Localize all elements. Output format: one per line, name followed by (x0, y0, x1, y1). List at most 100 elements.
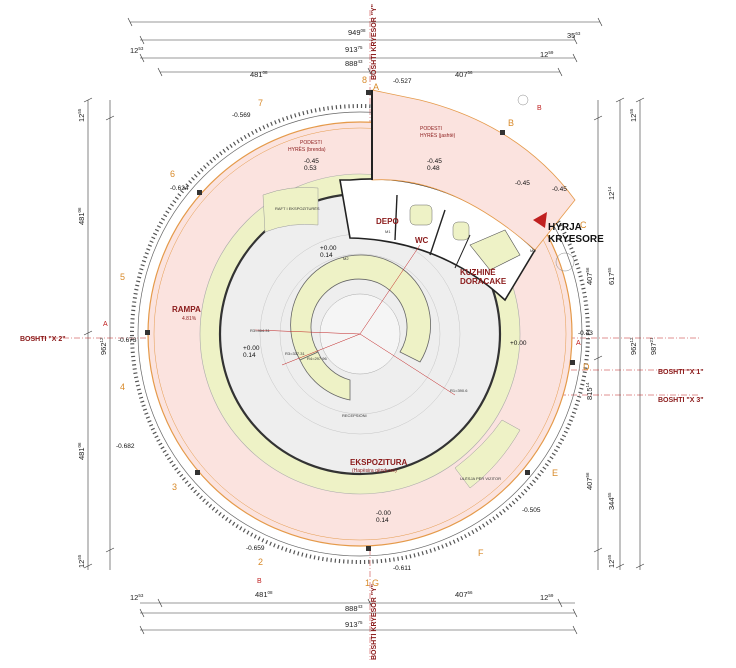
svg-text:-0.45: -0.45 (515, 180, 530, 187)
dim-right-407-bot: 40756 (585, 472, 594, 490)
dim-right-344: 34455 (607, 492, 616, 510)
dim-left-1255-bot: 1255 (77, 554, 86, 568)
marker-d: D (583, 362, 590, 372)
room-labels: DEPO WC KUZHINË DORACAKE RAMPA 4.81% EKS… (172, 126, 536, 481)
podium-out-1: PODESTI (420, 126, 442, 132)
svg-text:-0.673: -0.673 (118, 337, 137, 344)
svg-text:0.14: 0.14 (320, 252, 333, 259)
dim-left-962: 96212 (99, 337, 108, 355)
marker-7: 7 (258, 98, 263, 108)
dim-bot-913: 91375 (345, 620, 363, 629)
level-marks: -0.527 -0.569 -0.45 0.53 -0.45 0.48 -0.4… (116, 78, 593, 572)
svg-text:-0.611: -0.611 (393, 565, 411, 572)
dim-right-407-top: 40756 (585, 267, 594, 285)
entry-podium (371, 89, 576, 251)
reception-label: RECEPSIONI (342, 413, 367, 418)
svg-text:-0.45: -0.45 (304, 158, 319, 165)
marker-2: 2 (258, 557, 263, 567)
dim-top-1259: 1259 (540, 50, 554, 59)
bench-label: ULËSJA PËR VIZITOR (460, 476, 501, 481)
dim-right-815: 81514 (585, 382, 594, 400)
podium-in-1: PODESTI (300, 140, 322, 146)
svg-text:+0.00: +0.00 (320, 245, 337, 252)
tree-icon (555, 252, 575, 272)
svg-text:-0.505: -0.505 (522, 507, 541, 514)
marker-8: 8 (362, 75, 367, 85)
marker-a-right: A (576, 340, 581, 347)
room-exhibition: EKSPOZITURA (350, 458, 408, 467)
marker-b-bot: B (257, 578, 262, 585)
label-m3: M3 (530, 248, 536, 253)
dimension-labels: 94908 91375 88843 48108 40756 1253 1259 … (77, 28, 658, 629)
dim-top-right-407: 40756 (455, 70, 473, 79)
dim-top-888: 88843 (345, 59, 363, 68)
dim-left-481-bot: 48106 (77, 442, 86, 460)
svg-text:-0.45: -0.45 (427, 158, 442, 165)
dim-right-617: 61755 (607, 267, 616, 285)
marker-5: 5 (120, 272, 125, 282)
svg-text:-0.659: -0.659 (246, 545, 265, 552)
svg-text:0.53: 0.53 (304, 165, 317, 172)
axis-y-bottom: BOSHTI KRYESOR "Y" (371, 584, 378, 660)
marker-4: 4 (120, 382, 125, 392)
axis-labels: BOSHTI KRYESOR "Y" BOSHTI KRYESOR "Y" BO… (20, 4, 704, 660)
room-kitchen-1: KUZHINË (460, 268, 496, 277)
axis-y-top: BOSHTI KRYESOR "Y" (371, 4, 378, 80)
room-kitchen-2: DORACAKE (460, 277, 507, 286)
marker-e: E (552, 468, 558, 478)
dim-bot-888: 88843 (345, 604, 363, 613)
dimension-lines (83, 17, 645, 635)
dim-top-913: 91375 (345, 45, 363, 54)
dim-right-962: 96212 (629, 337, 638, 355)
tree-icon (517, 94, 529, 106)
room-exhibition-sub: (Hapësira qëndrore) (352, 468, 397, 474)
kitchen-counter (469, 229, 521, 271)
ramp-slope: 4.81% (182, 316, 197, 322)
svg-text:0.48: 0.48 (427, 165, 440, 172)
svg-text:-0.682: -0.682 (116, 443, 135, 450)
axis-x1: BOSHTI "X 1" (658, 369, 704, 376)
marker-1: 1 (365, 578, 370, 588)
marker-c: C (580, 220, 587, 230)
wc-fixture (409, 204, 433, 226)
outer-tick-ring (130, 104, 590, 564)
entry-arrow-icon (533, 212, 547, 228)
dim-top-total: 94908 (348, 28, 366, 37)
outer-ring (137, 111, 583, 557)
svg-text:-0.45: -0.45 (552, 186, 567, 193)
radius-2: R3=337.31 (285, 351, 305, 356)
marker-f: F (478, 548, 484, 558)
grid-markers: 1 2 3 4 5 6 7 8 A B C D E F G A A B B (103, 75, 590, 588)
building (130, 89, 590, 564)
dim-right-987: 98721 (649, 337, 658, 355)
radius-4: R1=390.6 (450, 388, 468, 393)
svg-text:-0.569: -0.569 (232, 112, 251, 119)
marker-a-top: A (373, 82, 379, 92)
dim-bot-left-481: 48108 (255, 590, 273, 599)
dim-bot-1253: 1253 (130, 593, 144, 602)
room-wc: WC (415, 236, 429, 245)
dim-right-1255-bot: 1255 (607, 554, 616, 568)
dim-bot-1259: 1259 (540, 593, 554, 602)
svg-text:+0.00: +0.00 (243, 345, 260, 352)
axis-x2: BOSHTI "X 2" (20, 336, 66, 343)
marker-b: B (508, 118, 514, 128)
marker-b-top: B (537, 105, 542, 112)
entry-line-2: KRYESORE (548, 234, 604, 245)
svg-text:-0.624: -0.624 (170, 185, 189, 192)
visitor-bench (454, 419, 521, 489)
orange-line (153, 127, 567, 541)
svg-text:-0.00: -0.00 (376, 510, 391, 517)
room-ramp: RAMPA (172, 305, 201, 314)
dim-right-1255-top: 1255 (629, 108, 638, 122)
label-m2: M2 (343, 256, 349, 261)
label-m1: M1 (385, 229, 391, 234)
entry-line-1: HYRJA (548, 222, 582, 233)
podium-in-2: HYRËS (brenda) (288, 146, 326, 153)
main-entry: HYRJA KRYESORE (548, 222, 604, 245)
axis-x3: BOSHTI "X 3" (658, 397, 704, 404)
shelf-label: RAFT I EKSPOZITURËS (275, 206, 320, 211)
marker-3: 3 (172, 482, 177, 492)
dim-bot-right-407: 40756 (455, 590, 473, 599)
